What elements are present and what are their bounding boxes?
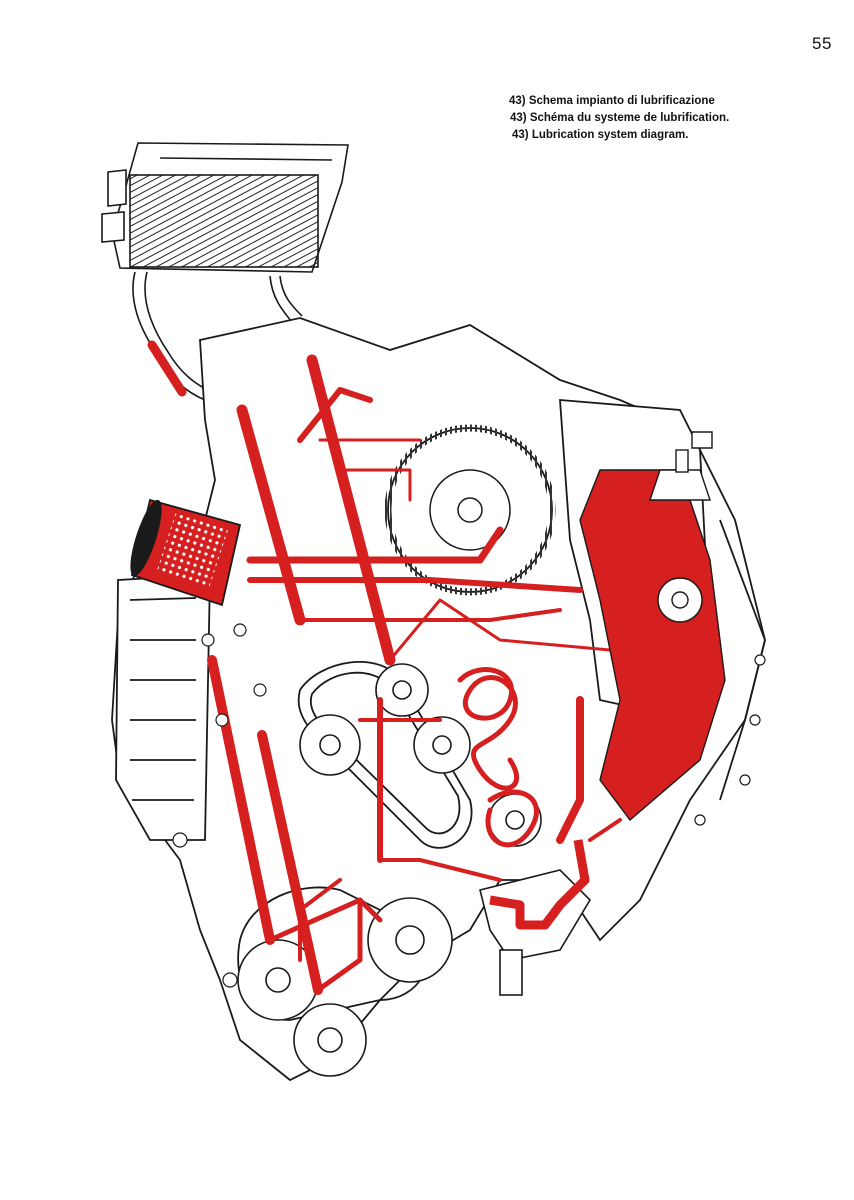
figure-caption: 43) Schema impianto di lubrificazione 43… (509, 93, 829, 144)
oil-pump (479, 839, 592, 996)
engine-lubrication-illustration (101, 142, 766, 1082)
caption-italian: 43) Schema impianto di lubrificazione (509, 95, 715, 107)
fittings (172, 623, 766, 988)
timing-gear (384, 424, 556, 596)
oil-sump (579, 469, 726, 822)
oil-filter (130, 498, 242, 607)
caption-english: 43) Lubrication system diagram. (512, 129, 689, 141)
pressure-switch (649, 431, 713, 501)
caption-french: 43) Schéma du systeme de lubrification. (510, 112, 730, 124)
page-number: 55 (812, 34, 832, 53)
oil-passages (207, 354, 622, 995)
oil-cooler (101, 142, 349, 273)
